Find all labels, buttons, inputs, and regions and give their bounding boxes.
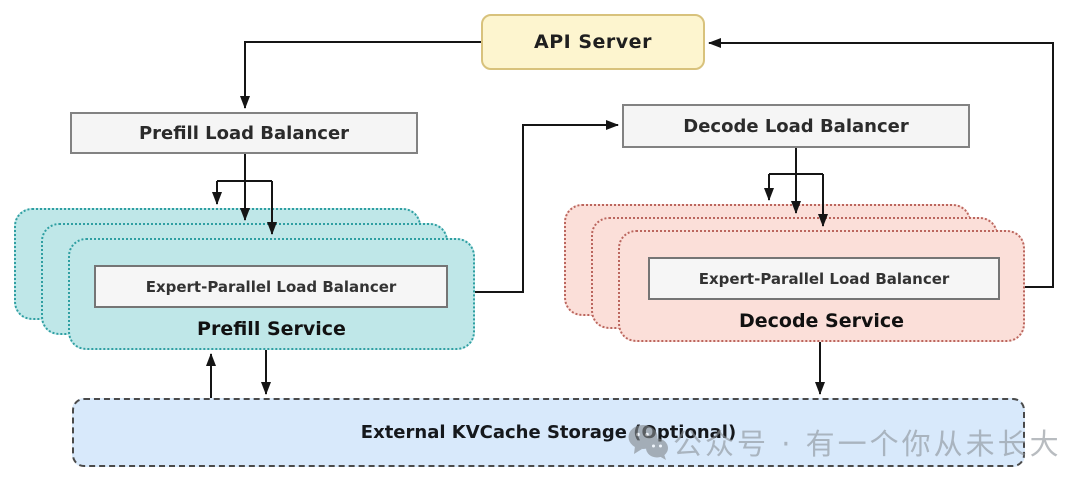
api-server-label: API Server [534,31,652,53]
decode-load-balancer-node: Decode Load Balancer [622,104,970,148]
decode-service-label: Decode Service [738,310,905,332]
api-server-node: API Server [481,14,705,70]
kvcache-storage-label: External KVCache Storage (Optional) [360,422,737,443]
decode-load-balancer-label: Decode Load Balancer [683,115,909,137]
prefill-expert-parallel-lb-label: Expert-Parallel Load Balancer [145,277,397,296]
prefill-load-balancer-label: Prefill Load Balancer [138,122,350,144]
prefill-service-label: Prefill Service [197,318,346,340]
kvcache-storage-node: External KVCache Storage (Optional) [72,398,1025,467]
decode-expert-parallel-lb-label: Expert-Parallel Load Balancer [698,269,950,288]
prefill-expert-parallel-lb-node: Expert-Parallel Load Balancer [94,265,448,308]
prefill-load-balancer-node: Prefill Load Balancer [70,112,418,154]
decode-expert-parallel-lb-node: Expert-Parallel Load Balancer [648,257,1000,300]
edge-api-to-prefill-lb [240,41,481,109]
